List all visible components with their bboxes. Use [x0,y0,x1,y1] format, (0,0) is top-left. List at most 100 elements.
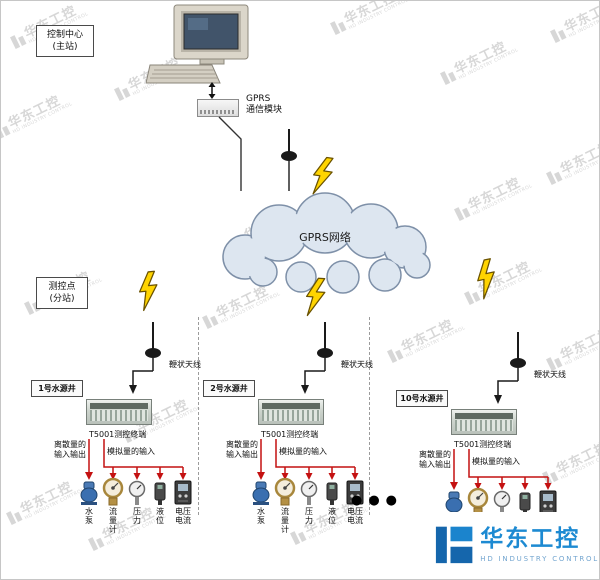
device-label-line: 位 [156,516,164,525]
water-pump-icon [250,477,272,506]
level-sensor-icon [324,477,340,506]
lightning-link-icon [138,270,158,312]
terminal-label: T5001测控终端 [454,440,512,449]
device-label-line: 压 [133,507,141,516]
gprs-module-device [197,99,239,117]
well-label: 1号水源井 [31,380,83,397]
company-logo-title: 华东工控 [480,525,581,552]
field-device: 压力 [124,477,150,525]
device-label-line: 电流 [175,516,191,525]
company-logo-icon [435,526,473,564]
digital-io-line2: 输入输出 [54,450,86,459]
field-device: 电压电流 [170,477,196,525]
digital-io-line2: 输入输出 [419,460,451,469]
gprs-module-line2: 通信模块 [246,105,283,115]
analog-in-label: 模拟量的输入 [472,457,520,466]
field-device: 流量计 [272,477,298,534]
field-device: 水泵 [76,477,102,525]
device-row: 水泵流量计 压力液位电压电流 [203,477,373,547]
pressure-gauge-icon [300,477,318,506]
flow-meter-icon [466,487,490,516]
device-label-line: 流 [281,507,289,516]
control-center-label: 控制中心 (主站) [36,25,94,57]
device-label: 流量计 [281,507,289,534]
terminal-label: T5001测控终端 [89,430,147,439]
bidirectional-link-icon [208,82,216,99]
control-center-line2: (主站) [52,42,78,52]
signal-flow-arrows [450,449,552,490]
cloud-label: GPRS网络 [299,230,351,244]
digital-io-line2: 输入输出 [226,450,258,459]
gprs-module-label: GPRS 通信模块 [246,94,282,116]
base-antenna-icon [218,116,297,191]
lightning-link-icon [305,277,326,317]
digital-io-label: 离散量的 输入输出 [223,440,261,460]
well-label: 10号水源井 [396,390,448,407]
device-label: 液位 [328,507,336,525]
digital-io-line1: 离散量的 [419,450,451,459]
signal-flow-arrows [257,439,359,480]
gprs-network-cloud: GPRS网络 [222,192,431,294]
device-label: 水泵 [85,507,93,525]
flow-meter-icon [101,477,125,506]
device-label: 压力 [305,507,313,525]
branch-substation: 鞭状天线 1号水源井 T5001测控终端 离散量的 输入输出 模拟量的输入 水泵… [31,319,201,559]
level-sensor-icon [152,477,168,506]
control-center-line1: 控制中心 [46,30,83,40]
device-label: 流量计 [109,507,117,534]
digital-io-line1: 离散量的 [226,440,258,449]
digital-io-label: 离散量的 输入输出 [416,450,454,470]
terminal-label: T5001测控终端 [261,430,319,439]
company-logo: 华东工控 HD INDUSTRY CONTROL [431,512,599,574]
volt-current-meter-icon [538,487,558,516]
company-logo-subtitle: HD INDUSTRY CONTROL [480,554,599,563]
pressure-gauge-icon [128,477,146,506]
device-label-line: 力 [133,516,141,525]
field-device: 水泵 [248,477,274,525]
whip-antenna-icon [494,332,526,404]
device-label-line: 液 [328,507,336,516]
device-label: 电压电流 [347,507,363,525]
terminal-device [258,399,324,425]
volt-current-meter-icon [345,477,365,506]
volt-current-meter-icon [173,477,193,506]
device-label-line: 液 [156,507,164,516]
substation-line1: 测控点 [48,282,76,292]
flow-meter-icon [273,477,297,506]
digital-io-line1: 离散量的 [54,440,86,449]
device-label-line: 水 [85,507,93,516]
terminal-device [86,399,152,425]
device-label-line: 力 [305,516,313,525]
whip-antenna-label: 鞭状天线 [534,370,566,379]
field-device: 流量计 [100,477,126,534]
device-label-line: 电压 [175,507,191,516]
company-logo-text: 华东工控 HD INDUSTRY CONTROL [480,526,599,563]
device-label-line: 泵 [85,516,93,525]
field-device: 压力 [296,477,322,525]
field-device: 液位 [147,477,173,525]
gprs-module-line1: GPRS [246,94,271,104]
lightning-link-icon [477,258,495,300]
whip-antenna-label: 鞭状天线 [341,360,373,369]
branch-separator [369,317,370,515]
device-label: 压力 [133,507,141,525]
well-label: 2号水源井 [203,380,255,397]
device-label: 电压电流 [175,507,191,525]
device-label-line: 量 [281,516,289,525]
lightning-link-icon [312,156,334,195]
control-computer-icon [146,4,249,84]
digital-io-label: 离散量的 输入输出 [51,440,89,460]
signal-flow-arrows [85,439,187,480]
device-label-line: 流 [109,507,117,516]
device-label: 液位 [156,507,164,525]
whip-antenna-icon [129,322,161,394]
field-device: 液位 [319,477,345,525]
whip-antenna-icon [301,322,333,394]
